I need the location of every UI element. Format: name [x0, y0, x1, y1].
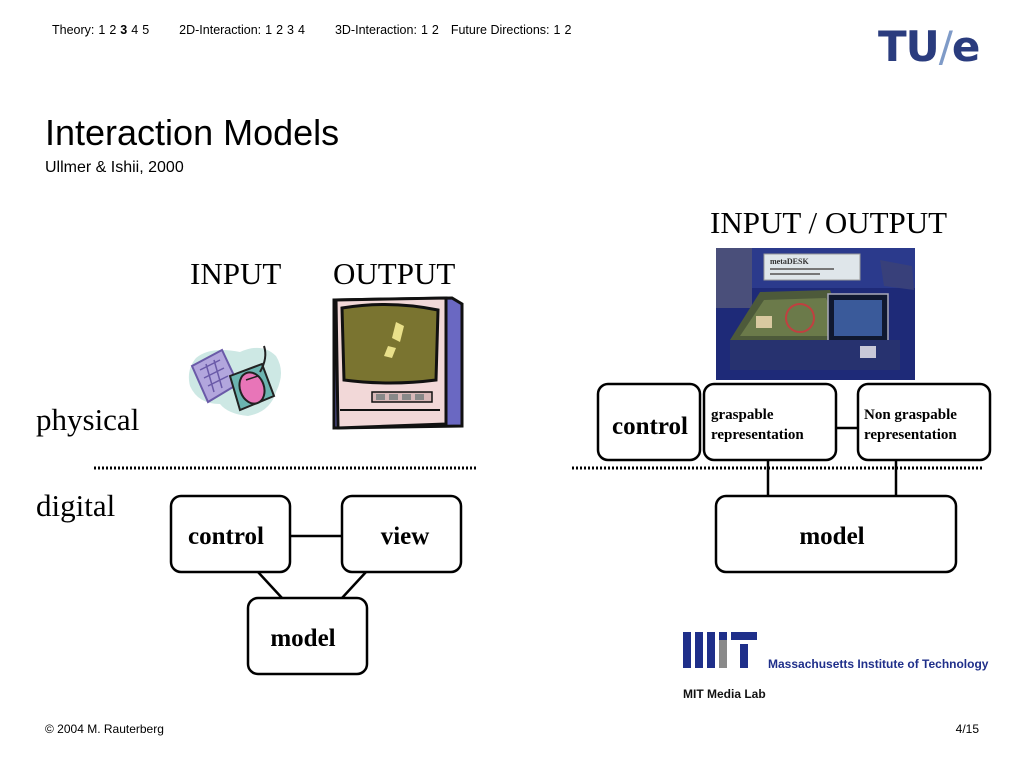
slide-title: Interaction Models: [45, 112, 340, 153]
physical-label: physical: [36, 402, 140, 437]
graspable-representation-box: [702, 382, 838, 462]
input-output-heading: INPUT / OUTPUT: [710, 205, 948, 240]
graspable-text-line1: graspable: [711, 407, 774, 423]
left-model-text: model: [270, 625, 335, 652]
metadesk-sign-text: metaDESK: [770, 257, 809, 266]
nav-2d-page-4[interactable]: 4: [298, 23, 305, 37]
nav-2d-page-1[interactable]: 1: [265, 23, 273, 37]
tue-logo-slash: /: [938, 22, 953, 71]
nav-theory-page-2[interactable]: 2: [109, 23, 117, 37]
nav-future-directions: Future Directions: 1 2: [451, 23, 576, 37]
mit-media-lab-text: MIT Media Lab: [683, 687, 766, 701]
left-control-text: control: [188, 523, 264, 550]
mit-name-text: Massachusetts Institute of Technology: [768, 657, 989, 671]
left-view-text: view: [381, 523, 430, 550]
nav-3d-page-2[interactable]: 2: [431, 23, 439, 37]
nav-3d-page-1[interactable]: 1: [420, 23, 428, 37]
left-model-box: [246, 596, 369, 676]
right-model-text: model: [799, 523, 864, 550]
nav-2d-page-2[interactable]: 2: [276, 23, 284, 37]
slide-subtitle: Ullmer & Ishii, 2000: [45, 159, 184, 176]
digital-label: digital: [36, 488, 116, 523]
footer-page-number: 4/15: [955, 722, 979, 736]
nav-theory-page-5[interactable]: 5: [142, 23, 150, 37]
nav-theory-page-4[interactable]: 4: [131, 23, 139, 37]
non-graspable-representation-box: [856, 382, 992, 462]
right-model-box: [714, 494, 958, 574]
nav-theory-page-1[interactable]: 1: [98, 23, 106, 37]
nav-theory: Theory: 1 2 3 4 5: [52, 23, 153, 37]
nav-2d-page-3[interactable]: 3: [287, 23, 294, 37]
right-control-text: control: [612, 413, 688, 440]
metadesk-photo: metaDESK: [716, 248, 915, 380]
footer-copyright: © 2004 M. Rauterberg: [45, 722, 164, 736]
nav-3d-interaction: 3D-Interaction: 1 2: [335, 23, 443, 37]
nav-3d-label: 3D-Interaction:: [334, 23, 417, 37]
connector-control-model: [257, 571, 283, 599]
mouse-keyboard-icon: [188, 345, 281, 416]
tue-logo-e: e: [951, 22, 980, 71]
mit-logo-mark: [683, 632, 757, 668]
input-heading: INPUT: [190, 256, 282, 291]
right-control-box: [596, 382, 702, 462]
nav-future-page-2[interactable]: 2: [564, 23, 572, 37]
monitor-icon: [332, 296, 464, 430]
tue-logo: TU/e: [878, 22, 980, 71]
nav-2d-interaction: 2D-Interaction: 1 2 3 4: [179, 23, 309, 37]
nav-future-label: Future Directions:: [450, 23, 550, 37]
nongraspable-text-line1: Non graspable: [864, 407, 957, 423]
graspable-text-line2: representation: [711, 427, 804, 443]
nongraspable-text-line2: representation: [864, 427, 957, 443]
output-heading: OUTPUT: [333, 256, 456, 291]
left-view-box: [340, 494, 463, 574]
section-navigation: Theory: 1 2 3 4 5 2D-Interaction: 1 2 3 …: [52, 23, 601, 37]
nav-future-page-1[interactable]: 1: [553, 23, 561, 37]
connector-view-model: [341, 571, 367, 599]
nav-theory-page-3-current[interactable]: 3: [120, 23, 128, 37]
nav-2d-label: 2D-Interaction:: [179, 23, 262, 37]
nav-theory-label: Theory:: [52, 23, 95, 37]
left-control-box: [169, 494, 292, 574]
tue-logo-tu: TU: [878, 22, 940, 71]
